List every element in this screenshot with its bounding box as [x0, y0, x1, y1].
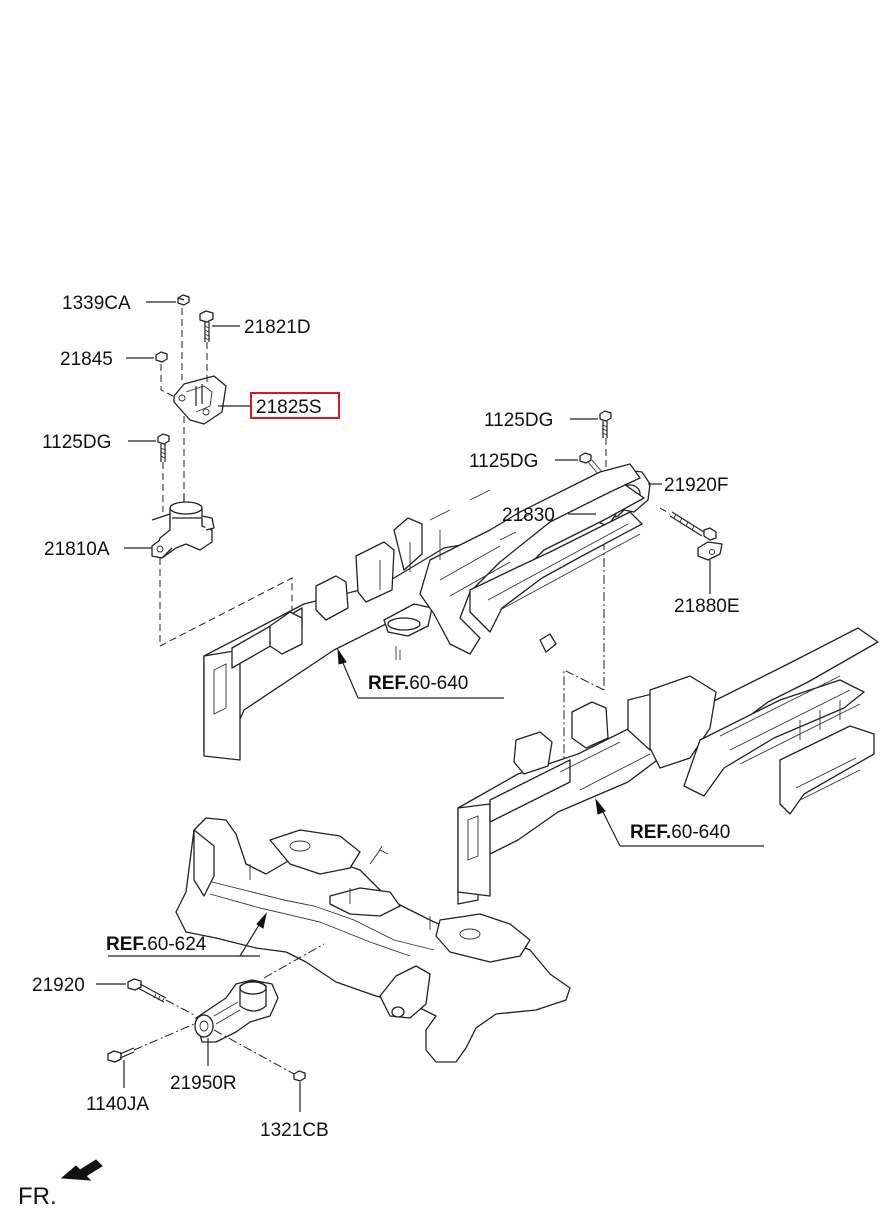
label-1125DG-middle[interactable]: 1125DG	[469, 451, 538, 472]
ref-60-624[interactable]: REF.60-624	[106, 934, 207, 955]
bolt-1140JA[interactable]	[107, 1047, 135, 1063]
bolt-21920F[interactable]	[669, 511, 717, 541]
ref-arrows	[108, 648, 764, 957]
label-1321CB[interactable]: 1321CB	[260, 1120, 329, 1141]
label-1125DG-upper[interactable]: 1125DG	[484, 410, 553, 431]
ref-60-640-upper[interactable]: REF.60-640	[368, 673, 468, 694]
nut-1321CB[interactable]	[293, 1070, 306, 1082]
label-21880E[interactable]: 21880E	[674, 596, 740, 617]
front-indicator-label: FR.	[18, 1183, 57, 1210]
bolt-21920[interactable]	[127, 978, 167, 1003]
label-1125DG-left[interactable]: 1125DG	[42, 432, 111, 453]
part-labels: 1339CA 21821D 21845 21825S 1125DG 21810A…	[32, 293, 740, 1141]
front-arrow-icon	[60, 1159, 103, 1181]
nut-1339CA[interactable]	[177, 294, 190, 306]
bolt-1125DG-upper[interactable]	[599, 410, 612, 438]
bracket-21880E[interactable]	[697, 541, 723, 561]
bolt-1125DG-left[interactable]	[157, 433, 170, 462]
roll-rod-21950R[interactable]	[194, 979, 279, 1043]
label-1140JA[interactable]: 1140JA	[86, 1094, 149, 1115]
label-1339CA[interactable]: 1339CA	[62, 293, 131, 314]
leader-lines	[96, 301, 711, 1112]
engine-mount-21810A[interactable]	[151, 494, 215, 559]
nut-21845[interactable]	[155, 351, 168, 363]
subframe-crossmember	[175, 817, 571, 1063]
label-21845[interactable]: 21845	[60, 349, 113, 370]
left-mount-assembly	[151, 294, 293, 647]
upper-side-member	[203, 463, 645, 761]
highlight-box	[250, 392, 340, 419]
bolt-21821D[interactable]	[199, 310, 214, 342]
bracket-21825S[interactable]	[173, 375, 227, 425]
label-21810A[interactable]: 21810A	[44, 539, 110, 560]
label-21950R[interactable]: 21950R	[170, 1073, 237, 1094]
label-21830[interactable]: 21830	[502, 505, 555, 526]
bolt-1125DG-middle[interactable]	[579, 452, 603, 475]
label-21821D[interactable]: 21821D	[244, 317, 311, 338]
label-21825S[interactable]: 21825S	[256, 397, 322, 418]
ref-labels: REF.60-640 REF.60-640 REF.60-624	[106, 673, 730, 955]
lower-side-member	[457, 627, 879, 905]
label-21920[interactable]: 21920	[32, 975, 85, 996]
roll-rod-mount-assembly	[107, 943, 325, 1082]
ref-60-640-lower[interactable]: REF.60-640	[630, 822, 730, 843]
label-21920F[interactable]: 21920F	[664, 475, 728, 496]
